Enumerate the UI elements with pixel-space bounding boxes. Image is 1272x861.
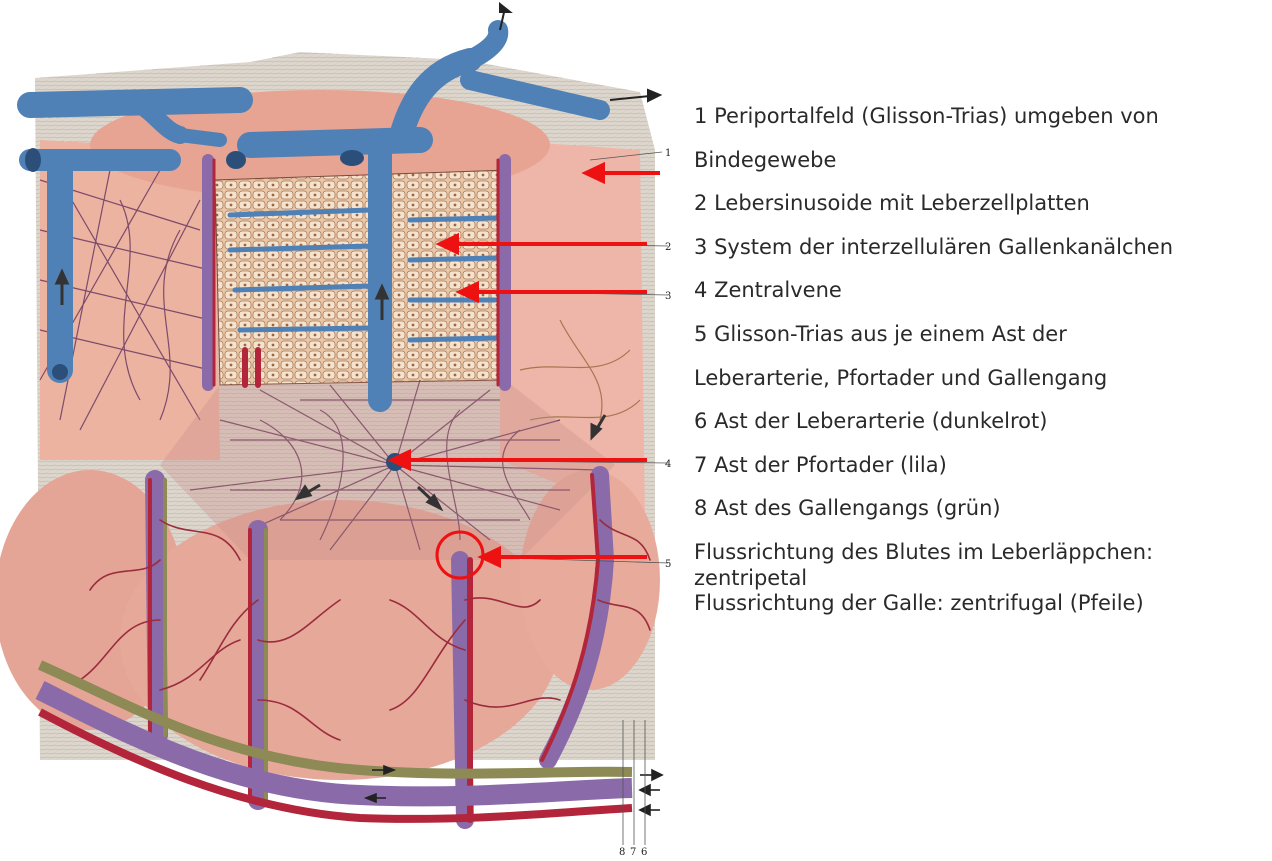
- flow-blood-line-1: Flussrichtung des Blutes im Leberläppche…: [694, 540, 1264, 566]
- legend-item-5: 5 Glisson-Trias aus je einem Ast der: [694, 322, 1264, 348]
- legend-text: Ast der Pfortader (lila): [714, 453, 947, 477]
- legend-item-5-continued: Leberarterie, Pfortader und Gallengang: [694, 366, 1264, 392]
- legend-number: 4: [694, 278, 707, 302]
- legend: 1 Periportalfeld (Glisson-Trias) umgeben…: [694, 104, 1264, 617]
- flow-blood-line-2: zentripetal: [694, 566, 1264, 592]
- legend-text: Ast des Gallengangs (grün): [714, 496, 1001, 520]
- bottom-number-6: 6: [641, 847, 647, 858]
- legend-item-2: 2 Lebersinusoide mit Leberzellplatten: [694, 191, 1264, 217]
- legend-item-6: 6 Ast der Leberarterie (dunkelrot): [694, 409, 1264, 435]
- liver-lobule-illustration: 1 2 3 4 5 8 7 6: [0, 0, 672, 861]
- flow-bile-line: Flussrichtung der Galle: zentrifugal (Pf…: [694, 591, 1264, 617]
- legend-text: Zentralvene: [714, 278, 842, 302]
- legend-number: 8: [694, 496, 707, 520]
- legend-number: 6: [694, 409, 707, 433]
- callout-number-2: 2: [665, 242, 671, 253]
- legend-item-7: 7 Ast der Pfortader (lila): [694, 453, 1264, 479]
- legend-text: Glisson-Trias aus je einem Ast der: [714, 322, 1067, 346]
- bottom-number-7: 7: [630, 847, 636, 858]
- legend-text: Bindegewebe: [694, 148, 836, 172]
- callout-number-4: 4: [665, 459, 671, 470]
- bottom-number-8: 8: [619, 847, 625, 858]
- legend-number: 5: [694, 322, 707, 346]
- legend-item-1: 1 Periportalfeld (Glisson-Trias) umgeben…: [694, 104, 1264, 130]
- callout-number-3: 3: [665, 291, 671, 302]
- legend-item-4: 4 Zentralvene: [694, 278, 1264, 304]
- callout-number-1: 1: [665, 148, 671, 159]
- legend-item-3: 3 System der interzellulären Gallenkanäl…: [694, 235, 1264, 261]
- callout-number-5: 5: [665, 559, 671, 570]
- legend-number: 3: [694, 235, 707, 259]
- legend-number: 2: [694, 191, 707, 215]
- legend-text: Periportalfeld (Glisson-Trias) umgeben v…: [714, 104, 1159, 128]
- legend-text: System der interzellulären Gallenkanälch…: [714, 235, 1173, 259]
- legend-text: Ast der Leberarterie (dunkelrot): [714, 409, 1047, 433]
- legend-number: 7: [694, 453, 707, 477]
- legend-text: Leberarterie, Pfortader und Gallengang: [694, 366, 1107, 390]
- legend-item-8: 8 Ast des Gallengangs (grün): [694, 496, 1264, 522]
- legend-text: Lebersinusoide mit Leberzellplatten: [714, 191, 1090, 215]
- legend-number: 1: [694, 104, 707, 128]
- legend-item-1-continued: Bindegewebe: [694, 148, 1264, 174]
